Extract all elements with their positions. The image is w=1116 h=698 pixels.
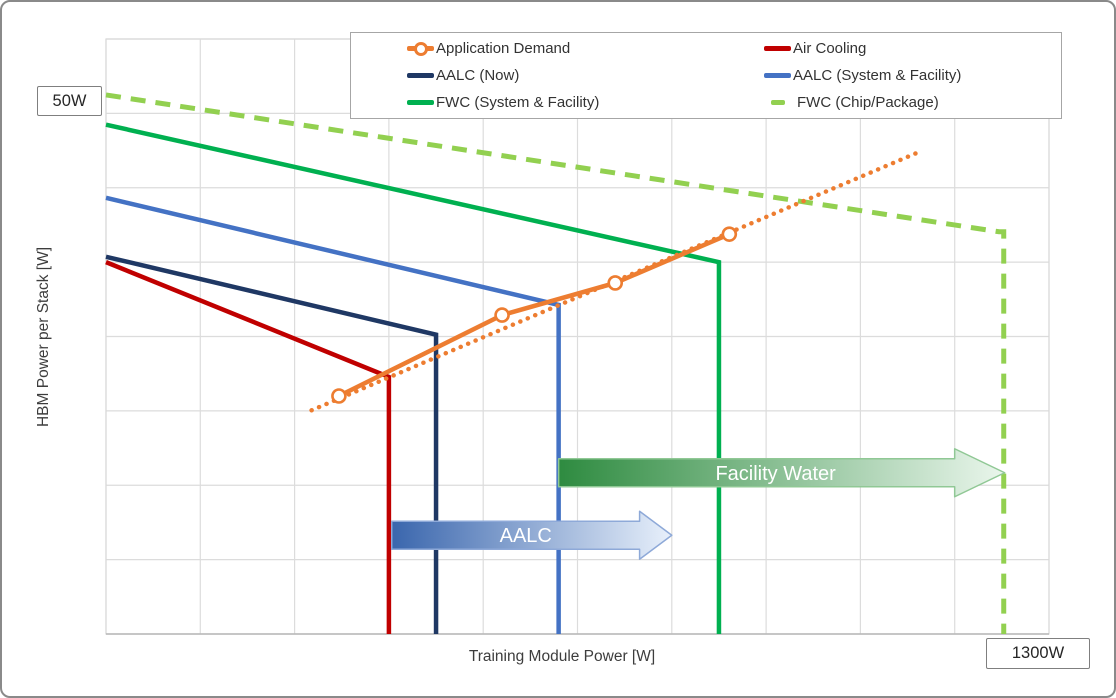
legend-swatch-application-demand-icon [407, 41, 434, 56]
x-reference-callout: 1300W [986, 638, 1090, 669]
y-reference-callout: 50W [37, 86, 102, 116]
demand-marker [494, 307, 510, 323]
legend-swatch-aalc-system-facility-icon [764, 73, 791, 78]
legend-swatch-air-cooling-icon [764, 46, 791, 51]
demand-marker [331, 388, 347, 404]
arrow-facility-water: Facility Water [557, 448, 1006, 498]
legend-label: FWC (Chip/Package) [797, 94, 939, 111]
series-fwc-system-facility [105, 122, 722, 634]
legend-label: AALC (Now) [436, 67, 520, 84]
legend-item-aalc-now: AALC (Now) [351, 62, 708, 89]
legend-label: FWC (System & Facility) [436, 94, 600, 111]
y-axis-title: HBM Power per Stack [W] [35, 246, 53, 427]
legend-swatch-fwc-system-facility-icon [407, 100, 434, 105]
legend-item-fwc-chip-package: FWC (Chip/Package) [708, 89, 1061, 116]
series-aalc-system-facility [105, 195, 561, 634]
arrow-aalc: AALC [390, 510, 673, 560]
legend-item-fwc-system-facility: FWC (System & Facility) [351, 89, 708, 116]
legend-swatch-fwc-chip-package-icon [764, 100, 791, 105]
y-axis-title-wrap: HBM Power per Stack [W] [16, 39, 72, 634]
series-fwc-chip-package [105, 92, 1007, 634]
legend-swatch-aalc-now-icon [407, 73, 434, 78]
demand-marker [607, 275, 624, 291]
series-air-cooling [105, 260, 392, 634]
demand-marker [721, 226, 738, 242]
legend-item-aalc-system-facility: AALC (System & Facility) [708, 62, 1061, 89]
legend-label: AALC (System & Facility) [793, 67, 962, 84]
legend-label: Application Demand [436, 40, 571, 57]
legend-item-air-cooling: Air Cooling [708, 35, 1061, 62]
arrow-label-facility-water: Facility Water [715, 463, 836, 485]
legend-label: Air Cooling [793, 40, 867, 57]
x-axis-title: Training Module Power [W] [468, 648, 656, 665]
series-application-demand [331, 226, 738, 404]
series-aalc-now [105, 254, 439, 634]
arrow-label-aalc: AALC [500, 525, 552, 547]
legend-item-application-demand: Application Demand [351, 35, 708, 62]
